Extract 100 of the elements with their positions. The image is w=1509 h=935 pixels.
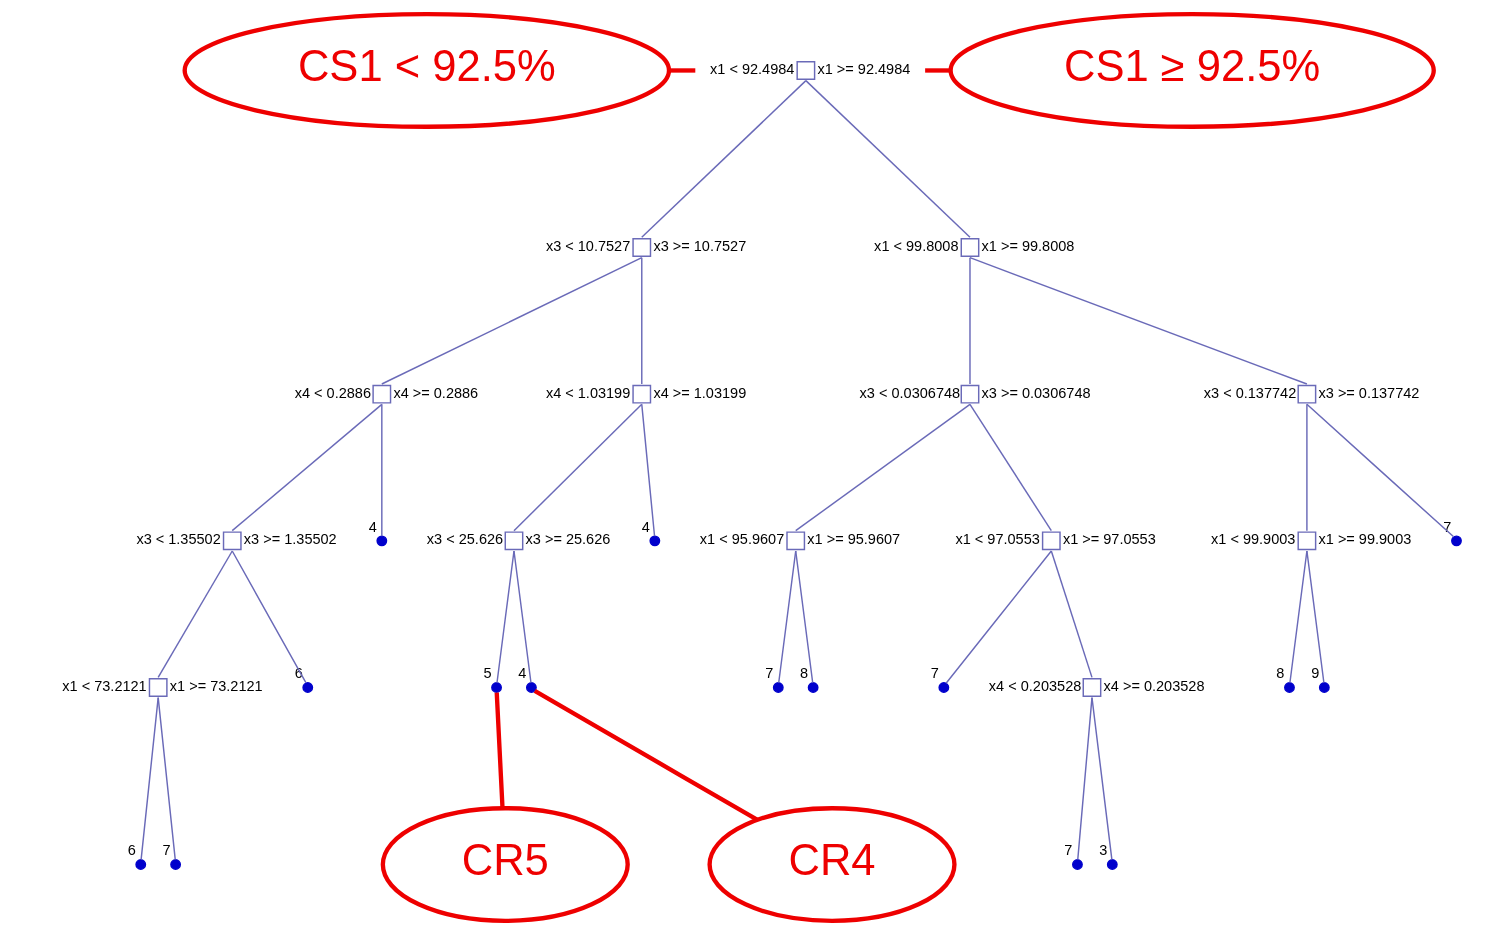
connector (513, 403, 643, 532)
node-circle (525, 682, 537, 693)
node-label: x3 < 0.0306748 (859, 384, 961, 401)
connector (641, 256, 643, 385)
node-label: x1 < 99.9003 (1211, 531, 1296, 548)
node-circle (491, 682, 502, 693)
node-box (1041, 531, 1061, 551)
node-label: x1 < 92.4984 (710, 61, 795, 78)
node-label: 8 (800, 665, 809, 682)
node-label: x1 >= 92.4984 (817, 61, 911, 78)
node-label: 4 (641, 518, 650, 535)
connector (140, 696, 159, 861)
node-ellipse: CS1 < 92.5% (182, 11, 672, 129)
node-label: 8 (1276, 665, 1285, 682)
node-label: x3 >= 1.35502 (243, 531, 337, 548)
connector (969, 403, 1053, 532)
node-label: 6 (127, 842, 136, 859)
node-box (222, 531, 242, 551)
node-label: x1 < 95.9607 (699, 531, 785, 548)
node-label: x1 >= 73.2121 (169, 678, 263, 695)
node-label: x4 >= 1.03199 (653, 384, 747, 401)
connector (1306, 550, 1325, 684)
node-label: x4 < 1.03199 (545, 384, 631, 401)
node-label: x4 >= 0.203528 (1103, 678, 1205, 695)
node-box (796, 61, 816, 80)
node-circle (1318, 682, 1330, 693)
node-circle (135, 859, 147, 870)
node-label: 5 (483, 665, 492, 682)
connector (969, 256, 1308, 385)
node-label: 7 (930, 665, 939, 682)
node-circle (376, 535, 388, 547)
node-label: x1 < 99.8008 (874, 238, 959, 255)
connector (669, 68, 696, 73)
connector (494, 692, 505, 809)
connector (381, 403, 383, 537)
node-label: x3 >= 0.0306748 (981, 384, 1091, 401)
node-label: x1 < 97.0553 (955, 531, 1040, 548)
node-circle (170, 859, 182, 870)
node-label: x3 >= 10.7527 (653, 238, 747, 255)
node-box (504, 531, 524, 551)
node-label: x1 >= 97.0553 (1062, 531, 1156, 548)
node-label: 3 (1099, 842, 1108, 859)
connector (795, 550, 814, 684)
node-label: 7 (1064, 842, 1073, 859)
node-label: 7 (765, 665, 774, 682)
node-ellipse: CR4 (707, 806, 957, 924)
connector (1306, 403, 1455, 538)
connector (157, 696, 176, 861)
node-circle (1106, 859, 1118, 870)
connector (533, 689, 759, 822)
node-circle (1451, 535, 1462, 547)
node-ellipse: CR5 (380, 806, 630, 924)
connector (496, 550, 515, 684)
connector (925, 68, 951, 73)
node-box (1297, 531, 1317, 551)
connector (969, 256, 971, 385)
node-label: x4 < 0.2886 (294, 384, 371, 401)
node-box (960, 238, 980, 257)
node-circle (1284, 682, 1295, 693)
connector (381, 256, 643, 385)
node-label: 7 (162, 842, 171, 859)
node-box (1082, 678, 1102, 697)
connector (231, 403, 383, 532)
node-label: x4 >= 0.2886 (393, 384, 479, 401)
node-label: x3 < 0.137742 (1203, 384, 1297, 401)
node-label: 4 (518, 665, 527, 682)
node-ellipse: CS1 ≥ 92.5% (948, 11, 1436, 129)
node-label: 9 (1311, 665, 1320, 682)
node-box (148, 678, 168, 697)
node-box (632, 238, 652, 257)
node-label: x4 < 0.203528 (988, 678, 1082, 695)
node-box (960, 384, 980, 404)
node-label: x3 < 1.35502 (136, 531, 221, 548)
node-circle (649, 535, 661, 547)
node-label: x1 >= 99.9003 (1318, 531, 1412, 548)
node-label: x3 < 10.7527 (545, 238, 631, 255)
node-label: x3 >= 0.137742 (1318, 384, 1420, 401)
node-label: x1 < 73.2121 (62, 678, 147, 695)
connector (231, 550, 307, 684)
connector (641, 79, 807, 239)
node-label: x1 >= 99.8008 (981, 238, 1075, 255)
node-circle (302, 682, 314, 693)
node-label: x3 < 25.626 (426, 531, 504, 548)
node-circle (772, 682, 784, 693)
node-label: x1 >= 95.9607 (807, 531, 901, 548)
node-circle (938, 682, 950, 693)
connector (513, 550, 532, 684)
node-circle (807, 682, 819, 693)
node-box (372, 384, 392, 404)
connector (641, 403, 656, 537)
node-box (1297, 384, 1317, 404)
connector (1306, 403, 1308, 532)
node-circle (1072, 859, 1083, 870)
node-box (786, 531, 806, 551)
node-label: 4 (368, 518, 377, 535)
connector (945, 550, 1053, 684)
connector (795, 403, 971, 532)
connector (1050, 550, 1093, 679)
connector (1091, 696, 1113, 861)
connector (157, 550, 233, 679)
